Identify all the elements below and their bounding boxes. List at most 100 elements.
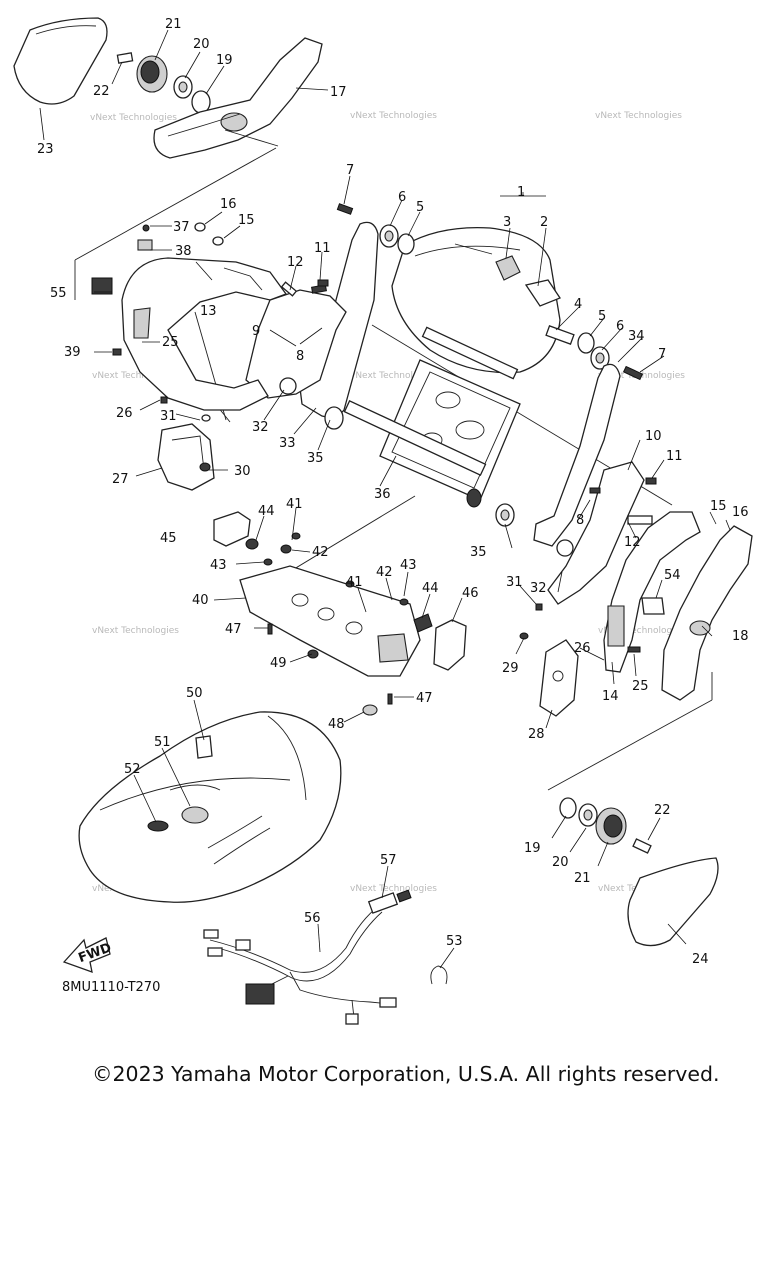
callout-25-right: 25: [632, 679, 649, 694]
callout-5: 5: [416, 200, 424, 215]
callout-11: 11: [314, 241, 331, 256]
callout-46: 46: [462, 586, 479, 601]
callout-33: 33: [279, 436, 296, 451]
watermark: vNext Technologies: [595, 111, 682, 121]
callout-38: 38: [175, 244, 192, 259]
watermark: vNext Technologies: [92, 371, 179, 381]
washer-35: [495, 503, 515, 527]
callout-57: 57: [380, 853, 397, 868]
callout-41: 41: [286, 497, 303, 512]
callout-47-bottom: 47: [416, 691, 433, 706]
callout-32: 32: [252, 420, 269, 435]
part-36-frame: [324, 326, 521, 508]
callout-18: 18: [732, 629, 749, 644]
part-23-end-cap: [13, 17, 108, 105]
part-17-bracket: [153, 37, 323, 159]
callout-14: 14: [602, 689, 619, 704]
diagram-code: 8MU1110-T270: [62, 980, 161, 995]
callout-54: 54: [664, 568, 681, 583]
part-45-latch: [213, 511, 259, 550]
callout-22: 22: [93, 84, 110, 99]
callout-12-right: 12: [624, 535, 641, 550]
callout-20-bottom: 20: [552, 855, 569, 870]
callout-21: 21: [165, 17, 182, 32]
callout-8: 8: [576, 513, 584, 528]
callout-21-bottom: 21: [574, 871, 591, 886]
callout-11-right: 11: [666, 449, 683, 464]
callout-26: 26: [116, 406, 133, 421]
watermark: vNext Technologies: [350, 111, 437, 121]
callout-35: 35: [307, 451, 324, 466]
callout-8-left: 8: [296, 349, 304, 364]
callout-36: 36: [374, 487, 391, 502]
callout-28: 28: [528, 727, 545, 742]
callout-30: 30: [234, 464, 251, 479]
fwd-arrow: FWD: [62, 937, 114, 973]
callout-6-right: 6: [616, 319, 624, 334]
callout-35-right: 35: [470, 545, 487, 560]
callout-13: 13: [200, 304, 217, 319]
callout-3: 3: [503, 215, 511, 230]
callout-40: 40: [192, 593, 209, 608]
part-50-seat: [78, 711, 342, 903]
callout-53: 53: [446, 934, 463, 949]
watermark: vNext Technologies: [350, 884, 437, 894]
callout-52: 52: [124, 762, 141, 777]
callout-7-right: 7: [658, 347, 666, 362]
callout-31-right: 31: [506, 575, 523, 590]
part-46-latch: [413, 613, 467, 671]
watermark: vNext Technologies: [92, 626, 179, 636]
watermark: vNext Technologies: [350, 371, 437, 381]
part-56-harness: [203, 889, 412, 1025]
callout-34: 34: [628, 329, 645, 344]
callout-22-bottom: 22: [654, 803, 671, 818]
callout-10: 10: [645, 429, 662, 444]
bushing-right: [545, 325, 644, 381]
callout-48: 48: [328, 717, 345, 732]
callout-9: 9: [252, 324, 260, 339]
callout-7: 7: [346, 163, 354, 178]
part-53-clip: [430, 965, 448, 985]
leader-lines: [39, 29, 731, 969]
callout-51: 51: [154, 735, 171, 750]
callout-55: 55: [50, 286, 67, 301]
watermark: vNext Technologies: [90, 113, 177, 123]
callout-49: 49: [270, 656, 287, 671]
callout-25: 25: [162, 335, 179, 350]
callout-12: 12: [287, 255, 304, 270]
callout-39: 39: [64, 345, 81, 360]
callouts: 1 2 3 4 5 6 7 8 9 10 11 12 13 14 15 16 1…: [37, 17, 749, 967]
callout-24: 24: [692, 952, 709, 967]
part-27-left-cover: [157, 423, 215, 491]
callout-15-right: 15: [710, 499, 727, 514]
knob-stack-top: [116, 52, 211, 114]
callout-43: 43: [210, 558, 227, 573]
part-40-subframe: [239, 565, 421, 677]
callout-44: 44: [258, 504, 275, 519]
watermark: vNext Technologies: [598, 626, 685, 636]
part-18-right-cover: [641, 525, 753, 701]
callout-6: 6: [398, 190, 406, 205]
part-34-right-arm: [533, 363, 621, 547]
callout-16-right: 16: [732, 505, 749, 520]
callout-20: 20: [193, 37, 210, 52]
callout-42: 42: [312, 545, 329, 560]
part-24-end-cap: [627, 857, 719, 947]
part-13-left-rail: [121, 257, 288, 411]
callout-15: 15: [238, 213, 255, 228]
callout-23: 23: [37, 142, 54, 157]
small-bolts: [112, 279, 657, 716]
callout-17: 17: [330, 85, 347, 100]
bushing-left: [336, 203, 415, 255]
callout-26-right: 26: [574, 641, 591, 656]
callout-32-right: 32: [530, 581, 547, 596]
part-14-right-rail: [603, 511, 701, 673]
callout-43-right: 43: [400, 558, 417, 573]
callout-47: 47: [225, 622, 242, 637]
callout-5-right: 5: [598, 309, 606, 324]
callout-19: 19: [216, 53, 233, 68]
callout-1: 1: [517, 185, 525, 200]
callout-19-bottom: 19: [524, 841, 541, 856]
callout-31: 31: [160, 409, 177, 424]
